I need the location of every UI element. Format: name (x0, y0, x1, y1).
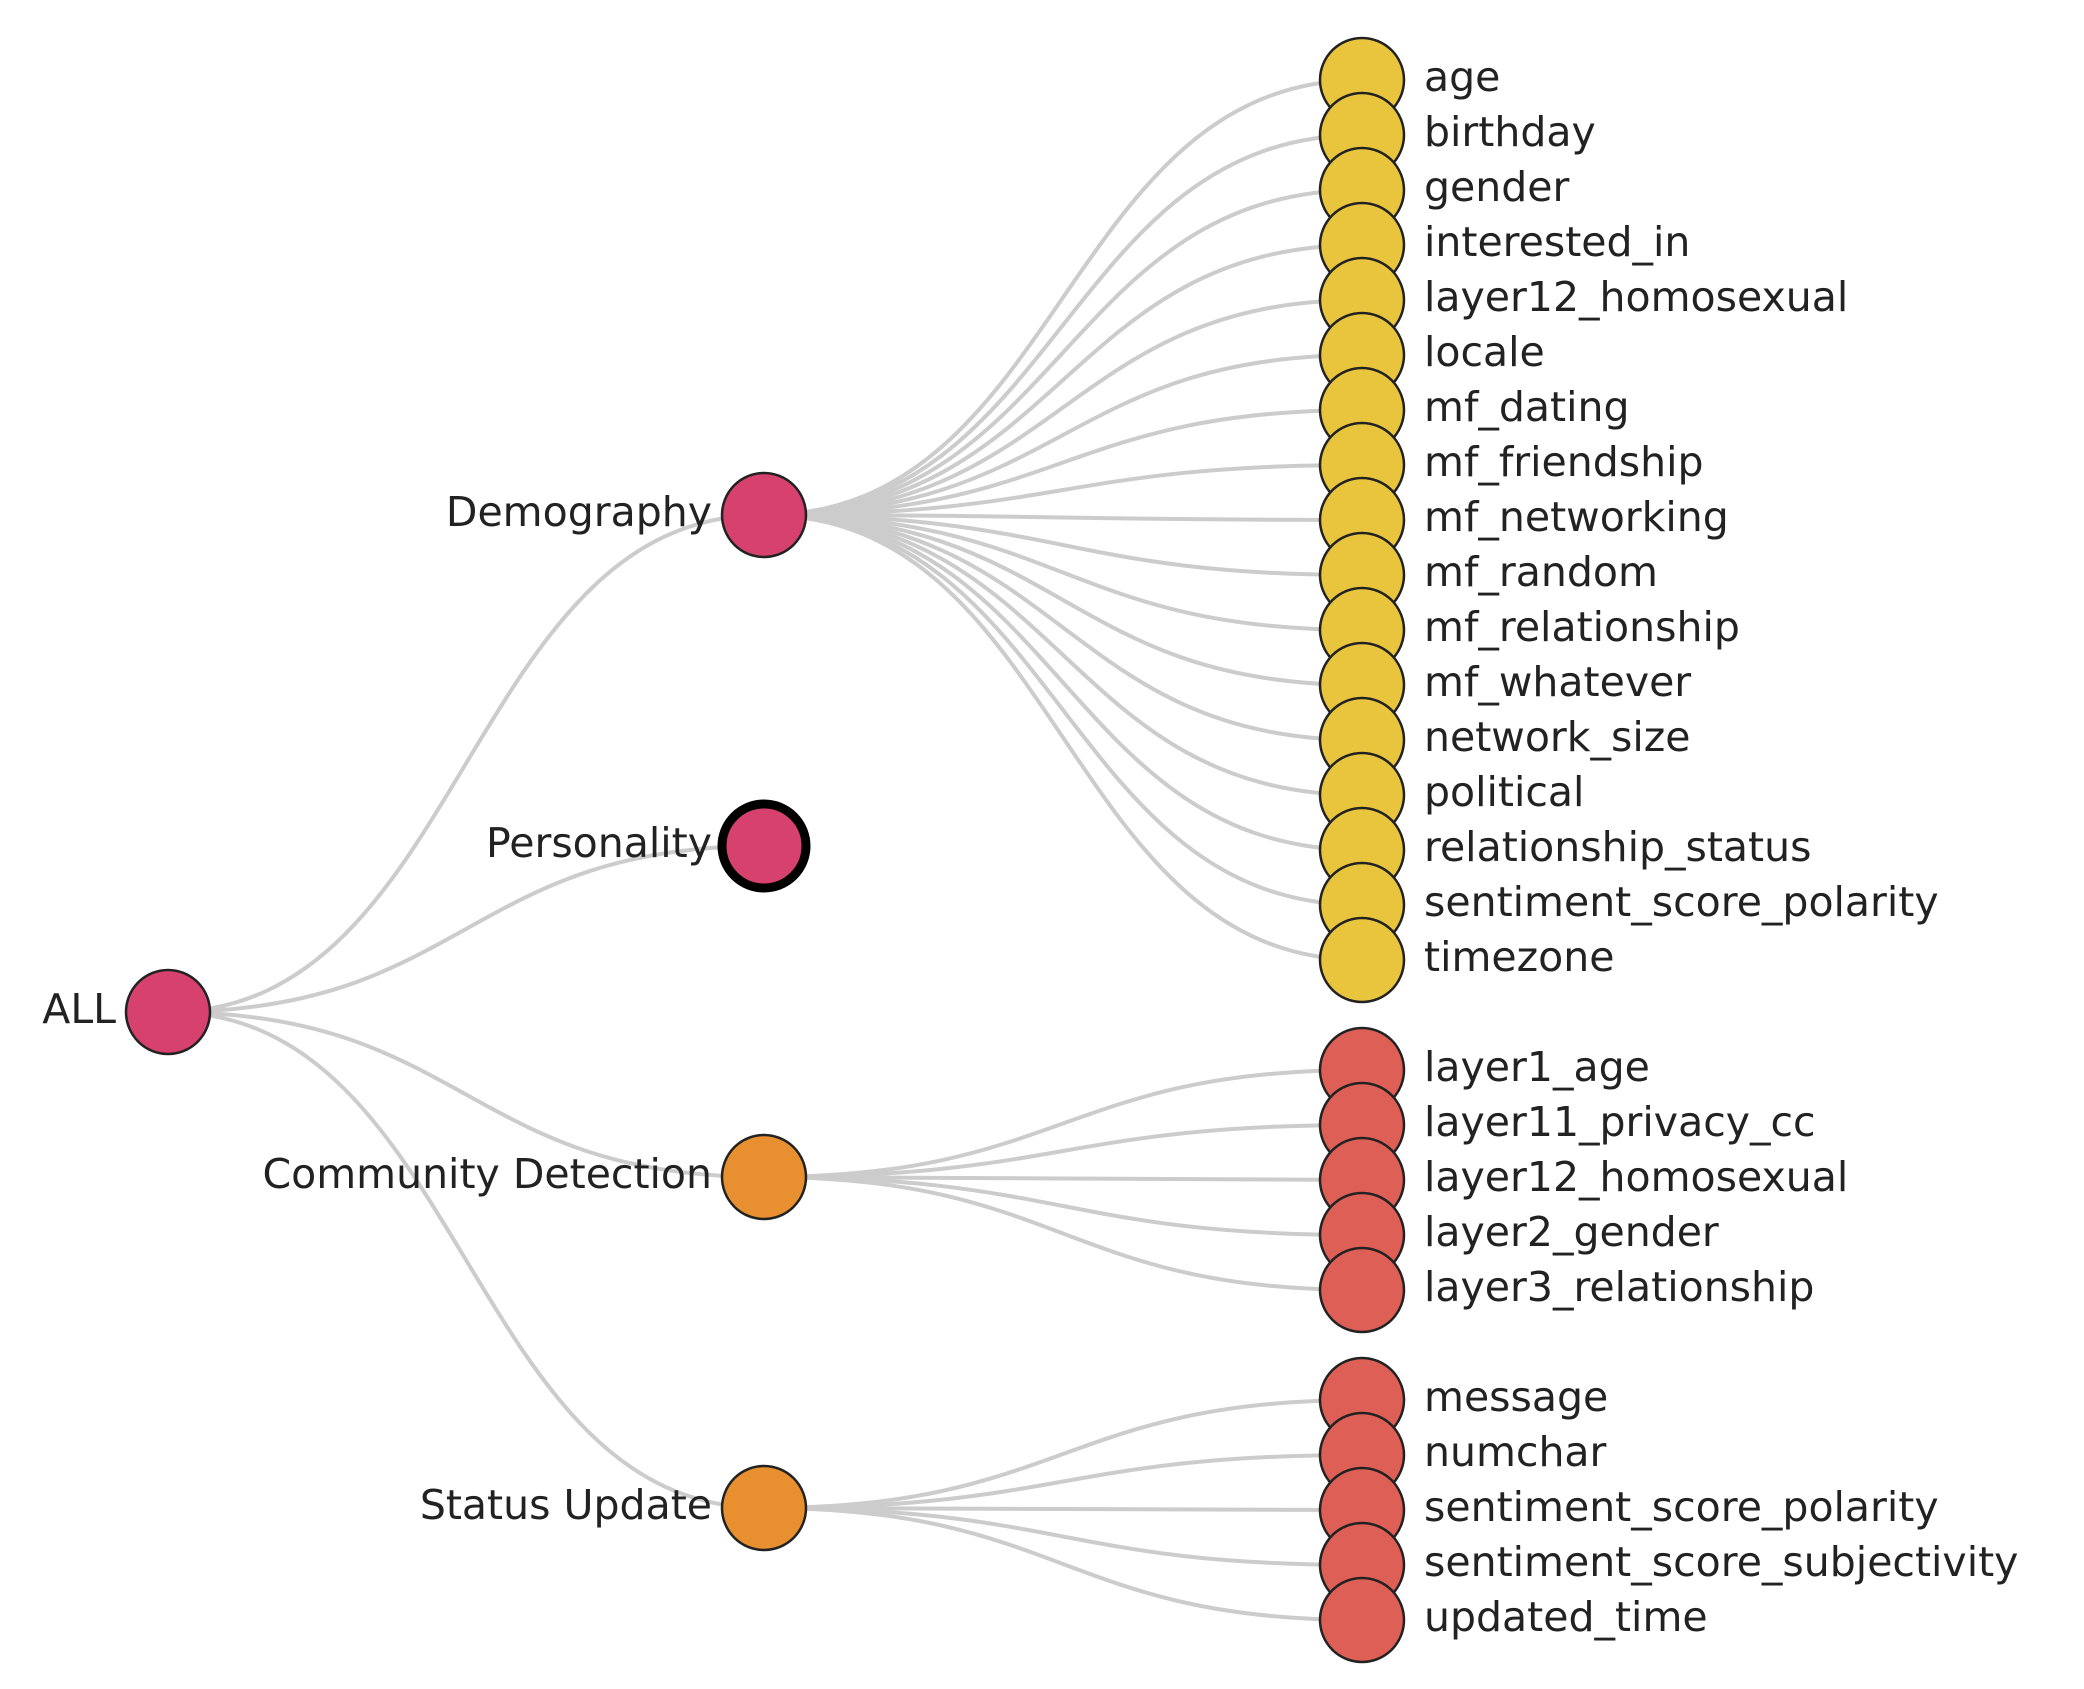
leaf-label-sentiment-score-subjectivity: sentiment_score_subjectivity (1424, 1538, 2018, 1586)
leaf-label-gender: gender (1424, 163, 1569, 211)
link-demography-mf-whatever (763, 513, 1363, 687)
leaf-label-network-size: network_size (1424, 713, 1691, 761)
link-demography-age (763, 78, 1363, 517)
link-status-update-sentiment-score-polarity (763, 1506, 1363, 1512)
link-demography-birthday (763, 133, 1363, 517)
leaf-label-updated-time: updated_time (1424, 1593, 1708, 1641)
leaf-label-birthday: birthday (1424, 108, 1596, 156)
leaf-label-mf-dating: mf_dating (1424, 383, 1630, 431)
node-personality[interactable] (717, 799, 811, 893)
leaf-label-mf-relationship: mf_relationship (1424, 603, 1740, 651)
leaf-label-message: message (1424, 1373, 1608, 1421)
link-demography-mf-dating (763, 408, 1363, 517)
link-demography-political (763, 513, 1363, 797)
link-demography-layer12-homosexual (763, 298, 1363, 517)
leaf-label-mf-networking: mf_networking (1424, 493, 1729, 541)
node-community-detection[interactable] (720, 1133, 808, 1221)
link-demography-mf-networking (763, 513, 1363, 522)
link-status-update-message (763, 1398, 1363, 1510)
leaf-node-demography-timezone[interactable] (1318, 916, 1406, 1004)
link-community-detection-layer3-relationship (763, 1175, 1363, 1292)
tree-links (167, 78, 1363, 1622)
link-community-detection-layer2-gender (763, 1175, 1363, 1237)
link-community-detection-layer1-age (763, 1068, 1363, 1179)
leaf-label-locale: locale (1424, 328, 1545, 376)
link-status-update-sentiment-score-subjectivity (763, 1506, 1363, 1567)
leaf-node-status-update-updated-time[interactable] (1318, 1576, 1406, 1664)
leaf-label-layer3-relationship: layer3_relationship (1424, 1263, 1814, 1311)
leaf-label-mf-whatever: mf_whatever (1424, 658, 1691, 706)
leaf-label-interested-in: interested_in (1424, 218, 1690, 266)
leaf-label-mf-friendship: mf_friendship (1424, 438, 1704, 486)
link-status-update-numchar (763, 1453, 1363, 1510)
leaf-label-age: age (1424, 53, 1500, 101)
link-demography-timezone (763, 513, 1363, 962)
leaf-label-political: political (1424, 768, 1584, 816)
node-demography[interactable] (720, 471, 808, 559)
node-label-personality: Personality (486, 819, 712, 867)
link-community-detection-layer12-homosexual (763, 1175, 1363, 1182)
leaf-label-layer1-age: layer1_age (1424, 1043, 1650, 1091)
leaf-label-numchar: numchar (1424, 1428, 1607, 1476)
node-label-all: ALL (42, 985, 116, 1033)
link-demography-sentiment-score-polarity (763, 513, 1363, 907)
leaf-label-layer11-privacy-cc: layer11_privacy_cc (1424, 1098, 1816, 1146)
leaf-label-layer12-homosexual: layer12_homosexual (1424, 273, 1848, 321)
link-all-community-detection (167, 1010, 765, 1179)
link-all-status-update (167, 1010, 765, 1510)
node-status-update[interactable] (720, 1464, 808, 1552)
leaf-label-layer2-gender: layer2_gender (1424, 1208, 1719, 1256)
leaf-label-layer12-homosexual: layer12_homosexual (1424, 1153, 1848, 1201)
node-label-demography: Demography (446, 488, 712, 536)
node-all[interactable] (124, 968, 212, 1056)
link-demography-mf-random (763, 513, 1363, 577)
link-all-demography (167, 513, 765, 1014)
link-status-update-updated-time (763, 1506, 1363, 1622)
link-community-detection-layer11-privacy-cc (763, 1123, 1363, 1179)
leaf-label-relationship-status: relationship_status (1424, 823, 1811, 871)
node-label-status-update: Status Update (420, 1481, 712, 1529)
link-demography-locale (763, 353, 1363, 517)
leaf-label-sentiment-score-polarity: sentiment_score_polarity (1424, 1483, 1939, 1531)
link-demography-mf-relationship (763, 513, 1363, 632)
leaf-label-mf-random: mf_random (1424, 548, 1658, 596)
leaf-node-community-detection-layer3-relationship[interactable] (1318, 1246, 1406, 1334)
link-demography-network-size (763, 513, 1363, 742)
leaf-label-timezone: timezone (1424, 933, 1614, 981)
leaf-label-sentiment-score-polarity: sentiment_score_polarity (1424, 878, 1939, 926)
link-demography-mf-friendship (763, 463, 1363, 517)
node-label-community-detection: Community Detection (263, 1150, 713, 1198)
link-demography-relationship-status (763, 513, 1363, 852)
link-all-personality (167, 844, 765, 1014)
link-demography-gender (763, 188, 1363, 517)
link-demography-interested-in (763, 243, 1363, 517)
